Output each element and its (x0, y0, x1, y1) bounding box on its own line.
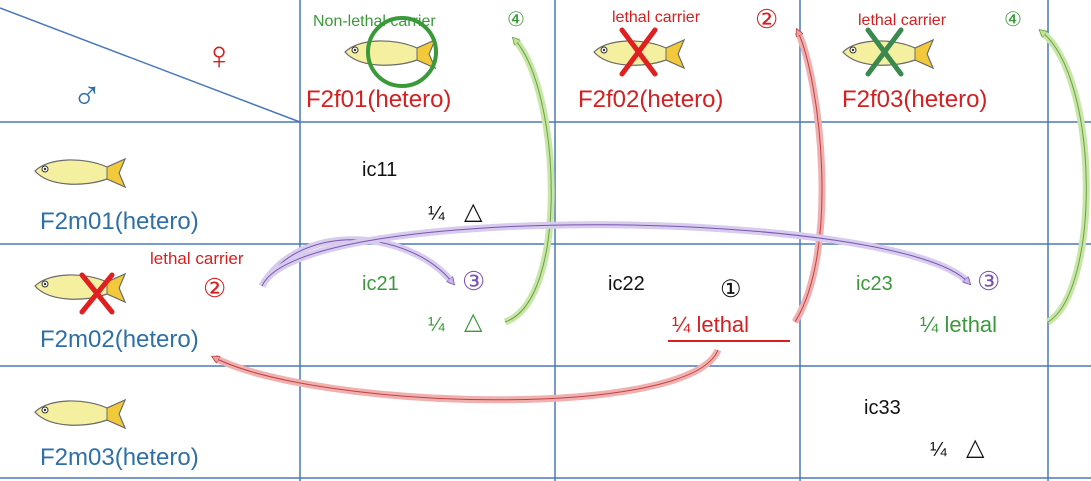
cell-name: ic22 (608, 273, 645, 295)
cell-name: ic21 (362, 273, 399, 295)
column-note: lethal carrier (612, 9, 701, 26)
cross-mark-icon (619, 27, 658, 77)
row-label: F2m01(hetero) (40, 208, 199, 235)
column-label: F2f02(hetero) (578, 86, 724, 113)
row-mark: ② (203, 273, 227, 303)
cross-mark-icon (79, 272, 115, 315)
cell-outcome: △ (464, 198, 483, 225)
row-label: F2m03(hetero) (40, 444, 199, 471)
cell-result: ¼ lethal (920, 312, 998, 337)
arrow-ic21-to-f2f01 (503, 37, 555, 326)
cell-mark: ③ (977, 266, 1001, 296)
corner-diagonal-line (0, 7, 301, 123)
arrow-ic23-to-f2f03-outline (1042, 32, 1087, 323)
cell-ratio: ¼ (930, 439, 947, 461)
cross-mark-icon (865, 27, 904, 77)
arrow-ic22-to-f2m02-outline (215, 349, 719, 401)
cell-mark: ③ (462, 266, 486, 296)
cell-name: ic33 (864, 397, 901, 419)
cell-result: ¼ lethal (672, 312, 750, 337)
fish-icon (34, 272, 127, 304)
cell-mark: ① (720, 276, 742, 303)
cell-outcome: △ (966, 434, 985, 461)
cell-ratio: ¼ (428, 203, 445, 225)
column-note: lethal carrier (858, 12, 947, 29)
column-note: Non-lethal carrier (313, 13, 436, 30)
circle-mark-icon (366, 16, 438, 88)
cell-ratio: ¼ (428, 314, 445, 336)
column-mark: ④ (507, 9, 525, 31)
cell-outcome: △ (464, 308, 483, 335)
fish-icon (34, 398, 127, 430)
cell-name: ic11 (362, 159, 398, 181)
male-symbol: ♂ (72, 74, 102, 118)
fish-icon (34, 157, 127, 189)
column-label: F2f01(hetero) (306, 86, 452, 113)
arrow-ic22-to-f2m02 (213, 348, 722, 404)
arrow-ic22-to-f2f02-outline (794, 32, 823, 323)
arrow-f2m02-to-ic23-outline (261, 224, 968, 287)
row-label: F2m02(hetero) (40, 326, 199, 353)
cell-name: ic23 (856, 273, 893, 295)
column-mark: ② (755, 4, 779, 34)
female-symbol: ♀ (204, 34, 234, 78)
row-note: lethal carrier (150, 249, 244, 268)
column-label: F2f03(hetero) (842, 86, 988, 113)
fish-icon (344, 38, 437, 70)
arrow-ic21-to-f2f01-outline (504, 40, 552, 323)
arrow-ic22-to-f2f02 (792, 30, 826, 324)
column-mark: ④ (1004, 9, 1022, 31)
